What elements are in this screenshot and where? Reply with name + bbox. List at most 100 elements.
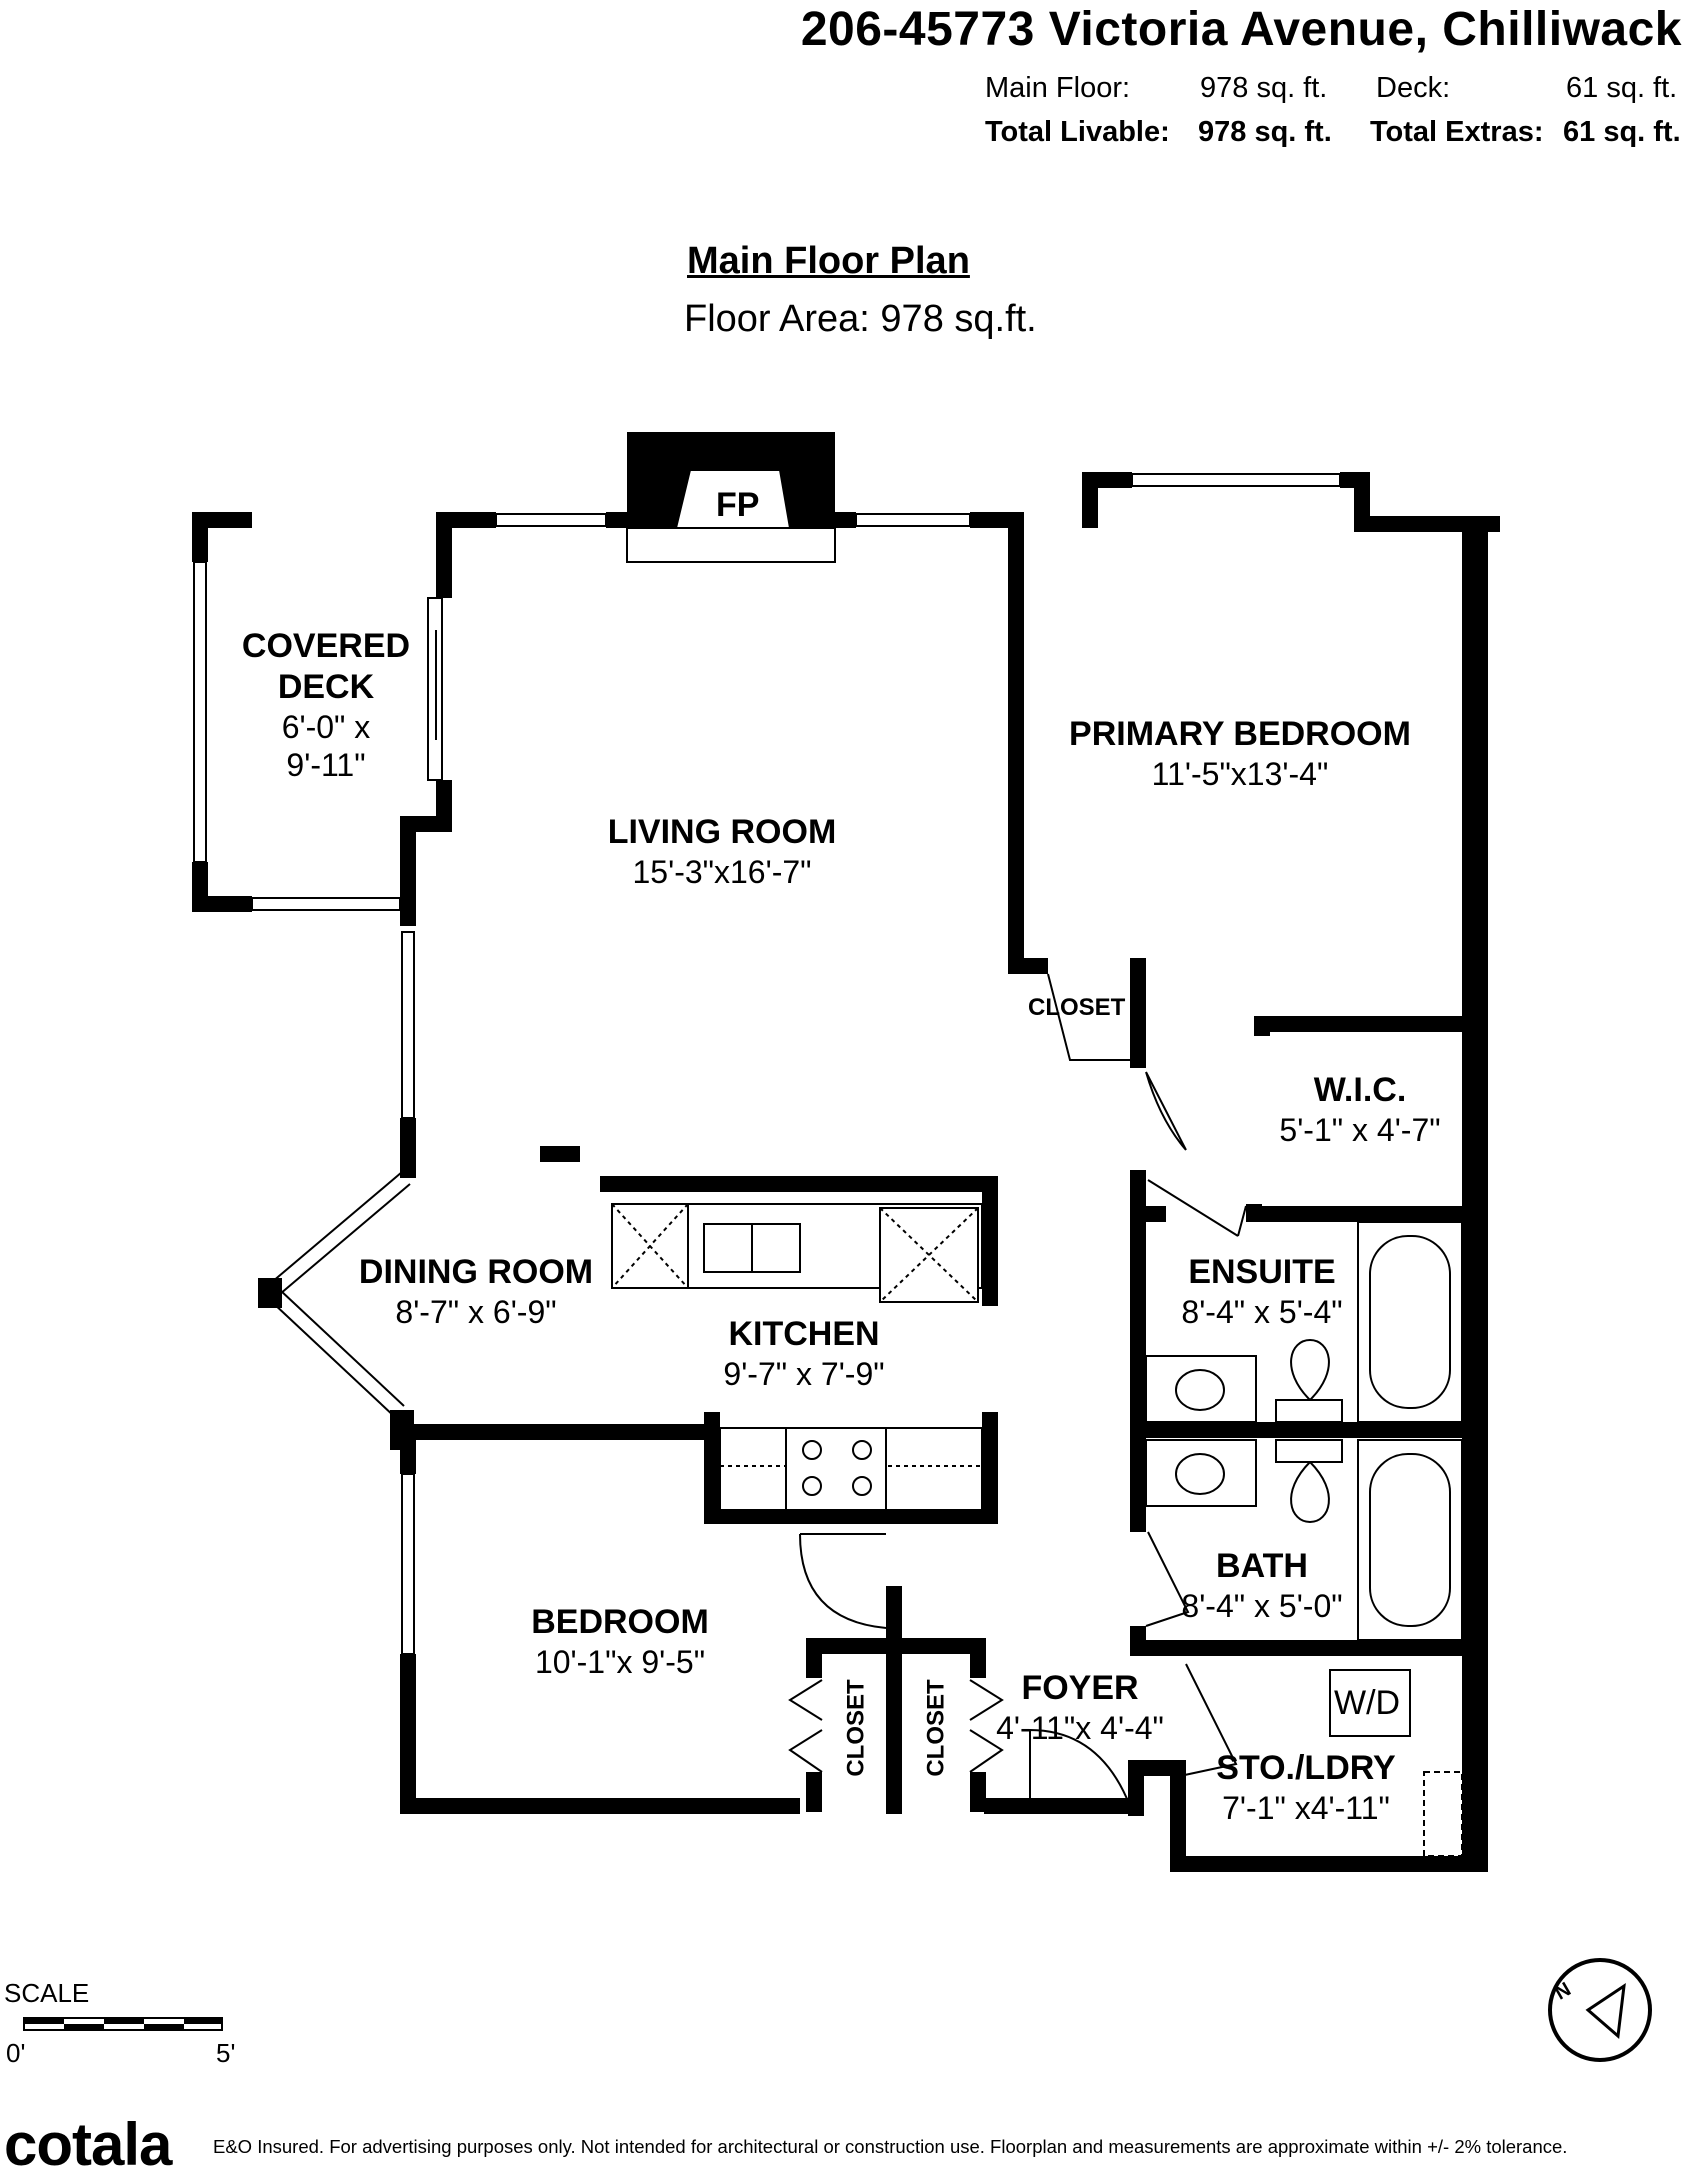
room-dimensions: 8'-7" x 6'-9" bbox=[395, 1293, 557, 1330]
closet-door bbox=[788, 1729, 823, 1773]
hearth bbox=[626, 527, 836, 563]
burner bbox=[852, 1440, 872, 1460]
closet-door bbox=[969, 1729, 1004, 1773]
storage-shelf bbox=[1423, 1771, 1463, 1857]
closet-label: CLOSET bbox=[842, 1679, 870, 1777]
north-compass: N bbox=[1548, 1958, 1652, 2062]
room-covered-deck: COVERED DECK 6'-0" x 9'-11" bbox=[242, 626, 410, 784]
closet-door bbox=[788, 1679, 823, 1721]
total-livable-label: Total Livable: bbox=[985, 116, 1170, 148]
room-name: BATH bbox=[1216, 1547, 1308, 1585]
wall bbox=[400, 1424, 416, 1474]
closet-label: CLOSET bbox=[1028, 994, 1126, 1021]
wall bbox=[970, 512, 1020, 528]
wall bbox=[820, 512, 856, 528]
wall bbox=[1082, 472, 1098, 528]
window bbox=[401, 931, 415, 1119]
wall bbox=[540, 1146, 580, 1162]
wall bbox=[1170, 1760, 1186, 1872]
room-name: PRIMARY BEDROOM bbox=[1069, 715, 1411, 753]
window bbox=[271, 1171, 403, 1283]
door-swing bbox=[1145, 1071, 1187, 1151]
bath-door bbox=[1145, 1531, 1190, 1627]
wall bbox=[192, 512, 208, 562]
window bbox=[251, 897, 401, 911]
room-dimensions: 4'-11"x 4'-4" bbox=[996, 1709, 1164, 1746]
wall bbox=[1462, 1640, 1488, 1872]
room-name: BEDROOM bbox=[531, 1603, 709, 1641]
window bbox=[279, 1183, 411, 1295]
room-dimensions: 9'-11" bbox=[286, 746, 366, 783]
property-address: 206-45773 Victoria Avenue, Chilliwack bbox=[800, 3, 1682, 56]
wall bbox=[806, 1638, 822, 1678]
wall bbox=[984, 1798, 1144, 1814]
svg-text:N: N bbox=[1551, 1978, 1575, 2004]
wall bbox=[1130, 1422, 1146, 1532]
ensuite-toilet-tank bbox=[1275, 1399, 1343, 1423]
room-storage-laundry: STO./LDRY 7'-1" x4'-11" bbox=[1216, 1748, 1395, 1827]
room-name: FOYER bbox=[1021, 1669, 1139, 1707]
room-name: KITCHEN bbox=[728, 1315, 880, 1353]
scale-bar bbox=[23, 2017, 223, 2031]
floor-area: Floor Area: 978 sq.ft. bbox=[684, 298, 1037, 340]
wall bbox=[400, 816, 416, 926]
wall bbox=[970, 1638, 986, 1678]
window bbox=[855, 513, 971, 527]
bath-vanity bbox=[1145, 1439, 1257, 1507]
total-extras-value: 61 sq. ft. bbox=[1563, 116, 1681, 148]
room-dimensions: 11'-5"x13'-4" bbox=[1151, 755, 1329, 792]
room-name: COVERED bbox=[241, 627, 411, 665]
room-dining-room: DINING ROOM 8'-7" x 6'-9" bbox=[359, 1252, 593, 1331]
wall bbox=[806, 1772, 822, 1812]
wall bbox=[400, 1654, 416, 1814]
window bbox=[271, 1301, 397, 1419]
room-name: STO./LDRY bbox=[1216, 1749, 1396, 1787]
closet-label: CLOSET bbox=[922, 1679, 950, 1777]
room-dimensions: 15'-3"x16'-7" bbox=[632, 853, 812, 890]
wall bbox=[1130, 958, 1146, 1068]
burner bbox=[802, 1440, 822, 1460]
room-ensuite: ENSUITE 8'-4" x 5'-4" bbox=[1181, 1252, 1342, 1331]
disclaimer: E&O Insured. For advertising purposes on… bbox=[213, 2136, 1568, 2157]
total-extras-label: Total Extras: bbox=[1370, 116, 1544, 148]
wall bbox=[886, 1586, 902, 1814]
ensuite-sink bbox=[1175, 1369, 1225, 1411]
wall bbox=[1130, 1170, 1146, 1430]
fireplace-label: FP bbox=[716, 486, 760, 524]
bath-tub-basin bbox=[1369, 1453, 1451, 1627]
washer-dryer-label: W/D bbox=[1334, 1684, 1401, 1722]
room-dimensions: 7'-1" x4'-11" bbox=[1222, 1789, 1390, 1826]
deck-label: Deck: bbox=[1376, 72, 1451, 104]
window bbox=[1131, 473, 1341, 487]
bath-toilet bbox=[1290, 1461, 1330, 1524]
wall bbox=[1128, 1760, 1178, 1776]
wall bbox=[192, 896, 252, 912]
wall bbox=[1008, 512, 1024, 972]
window bbox=[193, 561, 207, 863]
room-foyer: FOYER 4'-11"x 4'-4" bbox=[996, 1668, 1164, 1747]
closet-door bbox=[1047, 973, 1134, 1061]
ensuite-tub-basin bbox=[1369, 1235, 1451, 1409]
room-living-room: LIVING ROOM 15'-3"x16'-7" bbox=[608, 812, 837, 891]
window bbox=[279, 1289, 405, 1407]
stove bbox=[785, 1427, 887, 1511]
main-floor-value: 978 sq. ft. bbox=[1200, 72, 1328, 104]
room-dimensions: 6'-0" x bbox=[281, 708, 371, 745]
entry-door bbox=[1029, 1728, 1131, 1812]
closet-door bbox=[969, 1679, 1004, 1721]
brand-logo: cotala bbox=[4, 2111, 172, 2178]
room-dimensions: 9'-7" x 7'-9" bbox=[723, 1355, 885, 1392]
main-floor-label: Main Floor: bbox=[985, 72, 1131, 104]
burner bbox=[852, 1476, 872, 1496]
room-dimensions: 5'-1" x 4'-7" bbox=[1279, 1111, 1441, 1148]
window bbox=[401, 1473, 415, 1655]
wall bbox=[704, 1412, 720, 1522]
window bbox=[495, 513, 607, 527]
wall bbox=[1130, 1422, 1488, 1438]
bedroom-door bbox=[799, 1533, 887, 1629]
washer-dryer bbox=[1329, 1669, 1411, 1737]
room-dimensions: 8'-4" x 5'-4" bbox=[1181, 1293, 1343, 1330]
room-name: DINING ROOM bbox=[358, 1253, 594, 1291]
wall bbox=[1130, 1640, 1488, 1656]
